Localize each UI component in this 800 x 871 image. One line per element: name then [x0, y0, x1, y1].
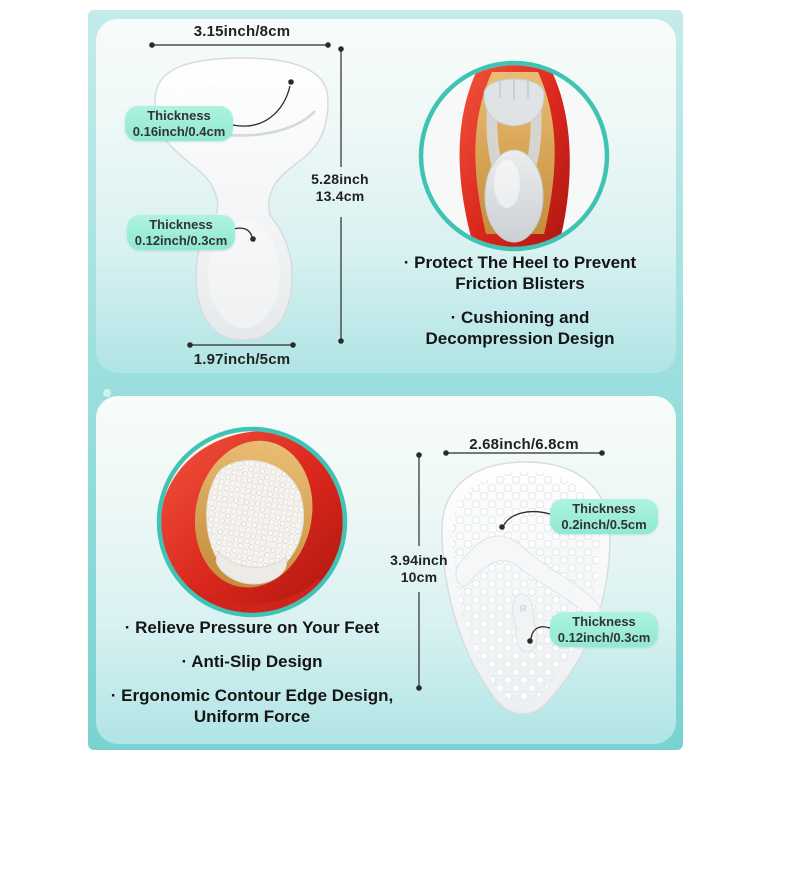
- thickness-arrow: [232, 79, 294, 127]
- height-dimension-label: 5.28inch 13.4cm: [290, 171, 390, 205]
- height-inches: 3.94inch: [390, 552, 448, 568]
- thickness-title: Thickness: [149, 217, 213, 232]
- feature-line: Uniform Force: [193, 707, 311, 726]
- height-dimension-label: 3.94inch 10cm: [369, 552, 469, 586]
- feature-line: Decompression Design: [425, 329, 615, 348]
- thickness-callout: Thickness 0.16inch/0.4cm: [125, 106, 233, 141]
- heel-grip-diagram: [149, 42, 610, 348]
- feature-list: · Protect The Heel to Prevent Friction B…: [370, 252, 670, 362]
- thickness-callout: Thickness 0.2inch/0.5cm: [550, 499, 658, 534]
- forefoot-pad-panel: R: [96, 396, 676, 744]
- height-cm: 10cm: [400, 569, 438, 585]
- forefoot-shoe-photo: [156, 426, 348, 618]
- feature-line: · Relieve Pressure on Your Feet: [124, 618, 380, 637]
- heel-grip-panel: 3.15inch/8cm 5.28inch 13.4cm 1.97inch/5c…: [96, 19, 676, 373]
- thickness-title: Thickness: [572, 614, 636, 629]
- thickness-value: 0.12inch/0.3cm: [134, 232, 228, 248]
- thickness-title: Thickness: [147, 108, 211, 123]
- bottom-width-dimension-label: 1.97inch/5cm: [193, 351, 291, 368]
- feature-text: · Ergonomic Contour Edge Design, Uniform…: [102, 685, 402, 727]
- thickness-arrow: [499, 510, 551, 530]
- feature-line: Friction Blisters: [455, 274, 585, 293]
- height-dimension-line: [338, 46, 344, 344]
- thickness-value: 0.2inch/0.5cm: [561, 516, 647, 532]
- thickness-value: 0.16inch/0.4cm: [132, 123, 226, 139]
- feature-line: · Ergonomic Contour Edge Design,: [110, 686, 394, 705]
- feature-line: · Cushioning and: [450, 308, 590, 327]
- thickness-value: 0.12inch/0.3cm: [557, 629, 651, 645]
- width-dimension-line: [443, 450, 605, 456]
- thickness-arrow: [527, 626, 551, 644]
- width-dimension-label: 2.68inch/6.8cm: [469, 436, 579, 453]
- feature-text: · Relieve Pressure on Your Feet: [102, 617, 402, 638]
- dotted-pad: [206, 460, 304, 585]
- feature-line: · Anti-Slip Design: [181, 652, 323, 671]
- svg-text:R: R: [519, 604, 528, 616]
- feature-line: · Protect The Heel to Prevent: [403, 253, 637, 272]
- height-dimension-line: [416, 452, 422, 691]
- thickness-callout: Thickness 0.12inch/0.3cm: [127, 215, 235, 250]
- height-cm: 13.4cm: [315, 188, 365, 204]
- deco-dot: [724, 136, 730, 142]
- feature-text: · Protect The Heel to Prevent Friction B…: [370, 252, 670, 294]
- heel-shoe-photo: [418, 60, 610, 252]
- bottom-width-dimension-line: [187, 342, 296, 348]
- thickness-callout: Thickness 0.12inch/0.3cm: [550, 612, 658, 647]
- thickness-title: Thickness: [572, 501, 636, 516]
- width-dimension-label: 3.15inch/8cm: [193, 23, 291, 40]
- feature-text: · Cushioning and Decompression Design: [370, 307, 670, 349]
- height-inches: 5.28inch: [311, 171, 369, 187]
- deco-dot: [103, 389, 111, 397]
- feature-text: · Anti-Slip Design: [102, 651, 402, 672]
- width-dimension-line: [149, 42, 331, 48]
- feature-list: · Relieve Pressure on Your Feet · Anti-S…: [102, 617, 402, 740]
- teal-background: 3.15inch/8cm 5.28inch 13.4cm 1.97inch/5c…: [88, 10, 730, 750]
